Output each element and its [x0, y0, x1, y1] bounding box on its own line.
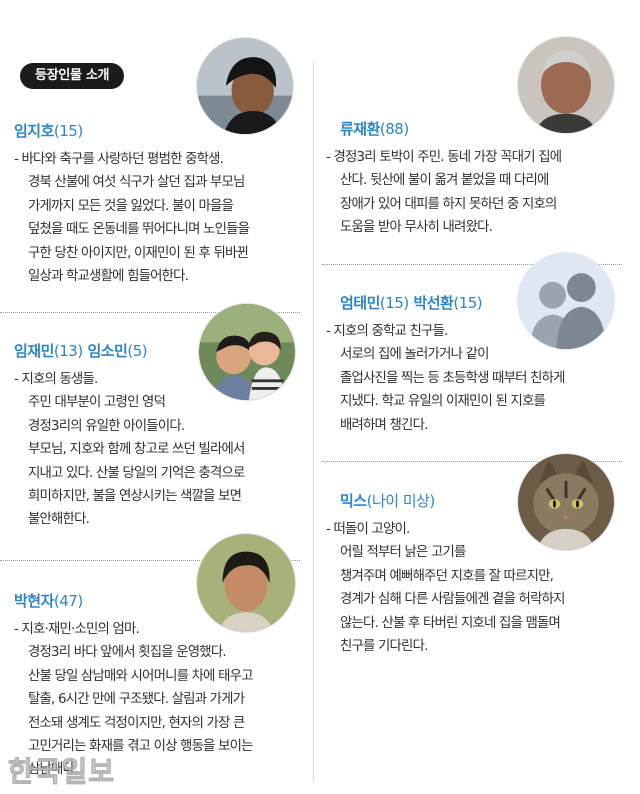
character-name: 임재민(13) 임소민(5) [14, 342, 148, 360]
row-divider [0, 312, 300, 313]
portrait-boy-icon [197, 38, 293, 134]
character-description: - 바다와 축구를 사랑하던 평범한 중학생. 경북 산불에 여섯 식구가 살던… [14, 152, 250, 285]
portrait-children-icon [199, 304, 295, 400]
character-card-friends: 엄태민(15) 박선환(15) - 지호의 중학교 친구들. 서로의 집에 놀러… [326, 292, 565, 437]
avatar-jaehwan [517, 36, 615, 134]
portrait-woman-icon [197, 534, 295, 632]
character-name: 박현자(47) [14, 592, 83, 610]
character-card-jaemin-somin: 임재민(13) 임소민(5) - 지호의 동생들. 주민 대부분이 고령인 영덕… [14, 340, 245, 532]
row-divider [322, 264, 622, 265]
character-card-jaehwan: 류재환(88) - 경정3리 토박이 주민. 동네 가장 꼭대기 집에 산다. … [326, 118, 562, 240]
character-description: - 지호의 동생들. 주민 대부분이 고령인 영덕 경정3리의 유일한 아이들이… [14, 372, 245, 528]
character-card-mix: 믹스(나이 미상) - 떠돌이 고양이. 어릴 적부터 낡은 고기를 챙겨주며 … [326, 490, 565, 658]
character-name: 엄태민(15) 박선환(15) [340, 294, 483, 312]
portrait-elderly-man-icon [518, 37, 614, 133]
avatar-jaemin-somin [198, 303, 296, 401]
avatar-hyunja [196, 533, 296, 633]
publisher-watermark: 한국일보 [7, 755, 116, 789]
portrait-cat-icon [518, 454, 614, 550]
silhouette-people-icon [518, 253, 614, 349]
row-divider [322, 461, 622, 462]
character-card-hyunja: 박현자(47) - 지호·재민·소민의 엄마. 경정3리 바다 앞에서 횟집을 … [14, 590, 253, 782]
character-name: 류재환(88) [340, 120, 409, 138]
character-description: - 지호의 중학교 친구들. 서로의 집에 놀러가거나 같이 졸업사진을 찍는 … [326, 324, 565, 433]
character-name: 믹스(나이 미상) [340, 492, 435, 510]
character-description: - 지호·재민·소민의 엄마. 경정3리 바다 앞에서 횟집을 운영했다. 산불… [14, 622, 253, 778]
section-badge: 등장인물 소개 [20, 63, 125, 89]
row-divider [0, 560, 300, 561]
character-card-jiho: 임지호(15) - 바다와 축구를 사랑하던 평범한 중학생. 경북 산불에 여… [14, 120, 250, 288]
column-divider [313, 62, 314, 782]
avatar-mix [517, 453, 615, 551]
avatar-jiho [196, 37, 294, 135]
avatar-friends [517, 252, 615, 350]
character-description: - 떠돌이 고양이. 어릴 적부터 낡은 고기를 챙겨주며 예뻐해주던 지호를 … [326, 522, 565, 655]
character-description: - 경정3리 토박이 주민. 동네 가장 꼭대기 집에 산다. 뒷산에 불이 옮… [326, 150, 562, 236]
character-name: 임지호(15) [14, 122, 83, 140]
